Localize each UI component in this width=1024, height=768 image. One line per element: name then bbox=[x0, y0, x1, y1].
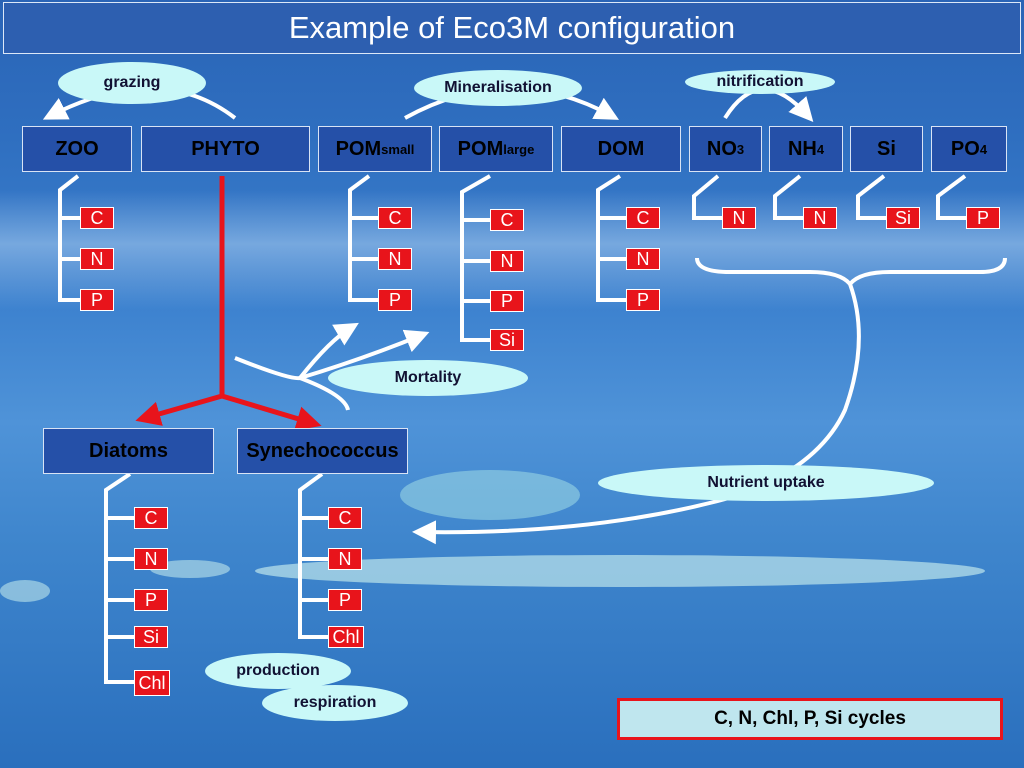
si-box: Si bbox=[850, 126, 923, 172]
mortality-oval: Mortality bbox=[328, 360, 528, 396]
production-oval: production bbox=[205, 653, 351, 689]
nh4-sub: 4 bbox=[816, 141, 825, 157]
dom-tag-p: P bbox=[626, 289, 660, 311]
pom-large-sub: large bbox=[503, 141, 535, 157]
po4-sub: 4 bbox=[979, 141, 988, 157]
zoo-tag-c: C bbox=[80, 207, 114, 229]
po4-label: PO bbox=[950, 137, 980, 160]
diatoms-label: Diatoms bbox=[89, 439, 168, 462]
diatoms-tag-n: N bbox=[134, 548, 168, 570]
po4-tag-p: P bbox=[966, 207, 1000, 229]
grazing-oval: grazing bbox=[58, 62, 206, 104]
pom-large-tag-c: C bbox=[490, 209, 524, 231]
pom-small-tag-n: N bbox=[378, 248, 412, 270]
synechococcus-tag-n: N bbox=[328, 548, 362, 570]
nitrification-oval: nitrification bbox=[685, 70, 835, 94]
phyto-box: PHYTO bbox=[141, 126, 310, 172]
dom-tag-n: N bbox=[626, 248, 660, 270]
dom-label: DOM bbox=[597, 137, 645, 160]
diatoms-tag-c: C bbox=[134, 507, 168, 529]
pom-large-tag-p: P bbox=[490, 290, 524, 312]
diatoms-tag-chl: Chl bbox=[134, 670, 170, 696]
dom-box: DOM bbox=[561, 126, 681, 172]
zoo-box: ZOO bbox=[22, 126, 132, 172]
diatoms-tag-p: P bbox=[134, 589, 168, 611]
diatoms-box: Diatoms bbox=[43, 428, 214, 474]
respiration-oval: respiration bbox=[262, 685, 408, 721]
no3-label: NO bbox=[706, 137, 737, 160]
si-label: Si bbox=[877, 137, 896, 160]
page-title: Example of Eco3M configuration bbox=[3, 2, 1021, 54]
synechococcus-tag-c: C bbox=[328, 507, 362, 529]
pom-large-tag-n: N bbox=[490, 250, 524, 272]
zoo-label: ZOO bbox=[55, 137, 99, 160]
pom-small-sub: small bbox=[381, 141, 415, 157]
island-shape bbox=[150, 560, 230, 578]
nh4-label: NH bbox=[787, 137, 817, 160]
legend-box: C, N, Chl, P, Si cycles bbox=[617, 698, 1003, 740]
island-shape bbox=[0, 580, 50, 602]
pom-small-tag-p: P bbox=[378, 289, 412, 311]
zoo-tag-p: P bbox=[80, 289, 114, 311]
nutrient-uptake-oval: Nutrient uptake bbox=[598, 465, 934, 501]
pom-large-label: POM bbox=[457, 137, 504, 160]
synechococcus-tag-chl: Chl bbox=[328, 626, 364, 648]
pom-small-tag-c: C bbox=[378, 207, 412, 229]
pom-large-tag-si: Si bbox=[490, 329, 524, 351]
nh4-tag-n: N bbox=[803, 207, 837, 229]
synechococcus-box: Synechococcus bbox=[237, 428, 408, 474]
pom-small-label: POM bbox=[335, 137, 382, 160]
zoo-tag-n: N bbox=[80, 248, 114, 270]
mineralisation-oval: Mineralisation bbox=[414, 70, 582, 106]
phyto-label: PHYTO bbox=[191, 137, 260, 160]
synechococcus-tag-p: P bbox=[328, 589, 362, 611]
no3-sub: 3 bbox=[736, 141, 745, 157]
si-tag-si: Si bbox=[886, 207, 920, 229]
diatoms-tag-si: Si bbox=[134, 626, 168, 648]
synechococcus-label: Synechococcus bbox=[246, 439, 399, 462]
island-shape bbox=[255, 555, 985, 587]
no3-tag-n: N bbox=[722, 207, 756, 229]
dom-tag-c: C bbox=[626, 207, 660, 229]
island-shape bbox=[400, 470, 580, 520]
